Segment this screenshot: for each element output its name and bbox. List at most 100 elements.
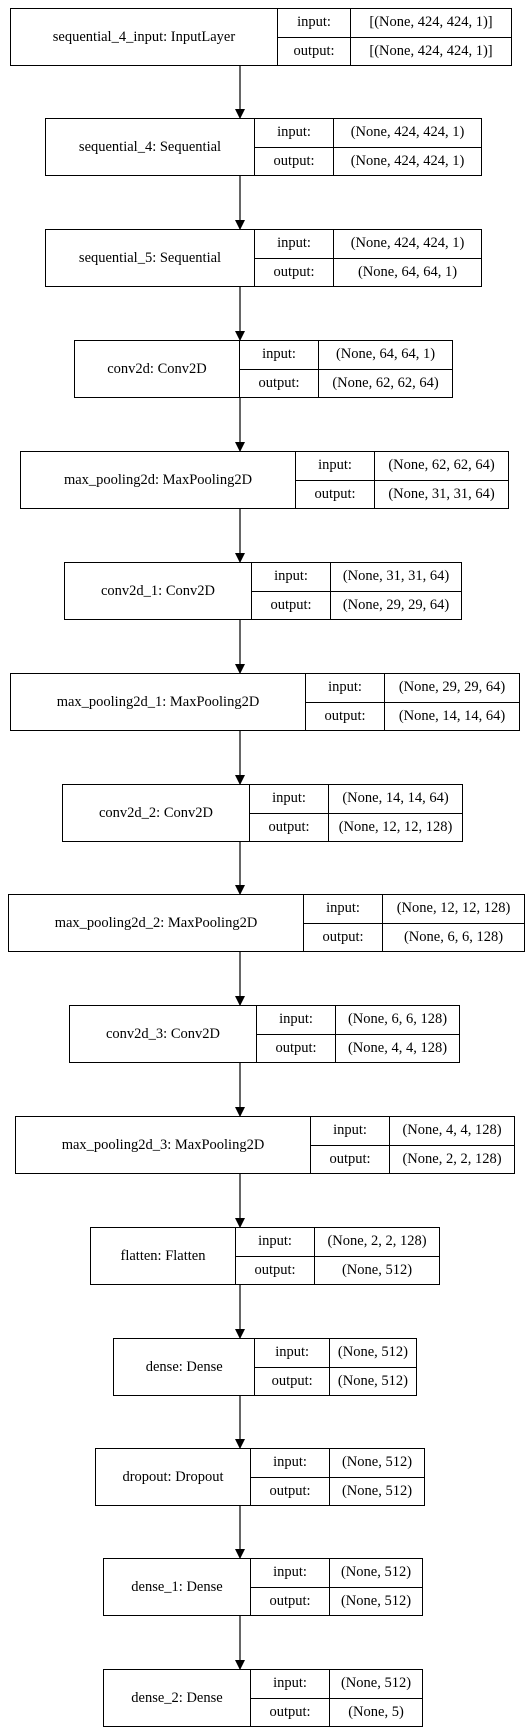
io-values: (None, 31, 31, 64) (None, 29, 29, 64) [331,563,461,619]
layer-name: sequential_4: Sequential [46,119,255,175]
layer-node-sequential_4: sequential_4: Sequential input: output:(No… [45,118,482,176]
input-label: input: [258,1233,292,1250]
layer-name: dense_2: Dense [104,1670,251,1726]
layer-name: sequential_4_input: InputLayer [11,9,278,65]
output-label: output: [304,922,382,952]
output-label: output: [250,812,328,842]
layer-node-max_pooling2d: max_pooling2d: MaxPooling2D input: output:… [20,451,509,509]
output-shape: (None, 512) [330,1586,422,1616]
io-values: (None, 6, 6, 128)(None, 4, 4, 128) [336,1006,459,1062]
io-values: (None, 512)(None, 512) [329,1339,416,1395]
layer-node-dropout: dropout: Dropout input: output: (None, 512)… [95,1448,425,1506]
io-values: (None, 512)(None, 512) [330,1559,422,1615]
io-labels: input:output: [255,1339,330,1395]
output-label: output: [255,146,333,176]
io-labels: input: output: [306,674,385,730]
io-values: (None, 4, 4, 128) (None, 2, 2, 128) [390,1117,514,1173]
layer-name: flatten: Flatten [91,1228,236,1284]
input-shape: (None, 62, 62, 64) [388,457,495,474]
input-label: input: [328,679,362,696]
input-label: input: [318,457,352,474]
input-label: input: [277,124,311,141]
output-label: output: [251,1476,329,1506]
output-label: output: [252,590,330,620]
output-label: output: [306,701,384,731]
layer-node-max_pooling2d_3: max_pooling2d_3: MaxPooling2D input: outpu… [15,1116,515,1174]
io-labels: input:output: [255,230,334,286]
input-label: input: [333,1122,367,1139]
io-values: (None, 62, 62, 64) (None, 31, 31, 64) [375,452,508,508]
output-label: output: [251,1586,329,1616]
layer-name: max_pooling2d_3: MaxPooling2D [16,1117,311,1173]
input-label: input: [273,1564,307,1581]
io-values: (None, 512) (None, 5) [330,1670,422,1726]
output-shape: (None, 14, 14, 64) [385,701,519,731]
output-shape: (None, 5) [330,1697,422,1727]
input-shape: (None, 64, 64, 1) [335,346,436,363]
input-shape: (None, 512) [340,1675,412,1692]
io-values: (None, 29, 29, 64)(None, 14, 14, 64) [385,674,519,730]
io-values: (None, 424, 424, 1)(None, 64, 64, 1) [334,230,481,286]
io-labels: input: output: [255,119,334,175]
layer-name: conv2d_2: Conv2D [63,785,250,841]
output-label: output: [311,1144,389,1174]
input-shape: (None, 424, 424, 1) [350,235,465,252]
io-labels: input: output: [296,452,375,508]
input-label: input: [297,14,331,31]
input-shape: (None, 2, 2, 128) [327,1233,427,1250]
layer-node-sequential_4_input: sequential_4_input: InputLayer input: outp… [10,8,512,66]
io-labels: input: output: [236,1228,315,1284]
layer-name: conv2d_1: Conv2D [65,563,252,619]
io-values: (None, 2, 2, 128)(None, 512) [315,1228,439,1284]
layer-name: max_pooling2d_1: MaxPooling2D [11,674,306,730]
input-label: input: [273,1454,307,1471]
output-label: output: [251,1697,329,1727]
input-shape: (None, 12, 12, 128) [396,900,511,917]
output-shape: (None, 29, 29, 64) [331,590,461,620]
input-label: input: [272,790,306,807]
output-label: output: [240,368,318,398]
output-label: output: [257,1033,335,1063]
io-labels: input: output: [240,341,319,397]
input-shape: (None, 512) [337,1344,408,1361]
output-shape: (None, 31, 31, 64) [375,479,508,509]
output-shape: (None, 424, 424, 1) [334,146,481,176]
output-shape: (None, 2, 2, 128) [390,1144,514,1174]
output-shape: (None, 6, 6, 128) [383,922,524,952]
output-label: output: [278,36,350,66]
layer-node-max_pooling2d_1: max_pooling2d_1: MaxPooling2D input: outpu… [10,673,520,731]
io-labels: input: output: [251,1449,330,1505]
output-label: output: [296,479,374,509]
layer-name: conv2d_3: Conv2D [70,1006,257,1062]
input-label: input: [326,900,360,917]
io-values: (None, 14, 14, 64) (None, 12, 12, 128) [329,785,462,841]
input-shape: (None, 14, 14, 64) [342,790,449,807]
input-label: input: [262,346,296,363]
input-shape: (None, 512) [341,1454,413,1471]
io-labels: input:output: [252,563,331,619]
io-values: (None, 424, 424, 1)(None, 424, 424, 1) [334,119,481,175]
layer-name: dropout: Dropout [96,1449,251,1505]
io-labels: input: output: [250,785,329,841]
output-label: output: [236,1255,314,1285]
io-labels: input:output: [257,1006,336,1062]
output-shape: [(None, 424, 424, 1)] [351,36,511,66]
input-label: input: [275,1344,310,1361]
input-shape: (None, 31, 31, 64) [342,568,450,585]
input-shape: (None, 4, 4, 128) [402,1122,502,1139]
input-shape: (None, 6, 6, 128) [347,1011,448,1028]
io-labels: input: output: [278,9,351,65]
output-shape: (None, 12, 12, 128) [329,812,462,842]
layer-name: conv2d: Conv2D [75,341,240,397]
layer-name: max_pooling2d: MaxPooling2D [21,452,296,508]
